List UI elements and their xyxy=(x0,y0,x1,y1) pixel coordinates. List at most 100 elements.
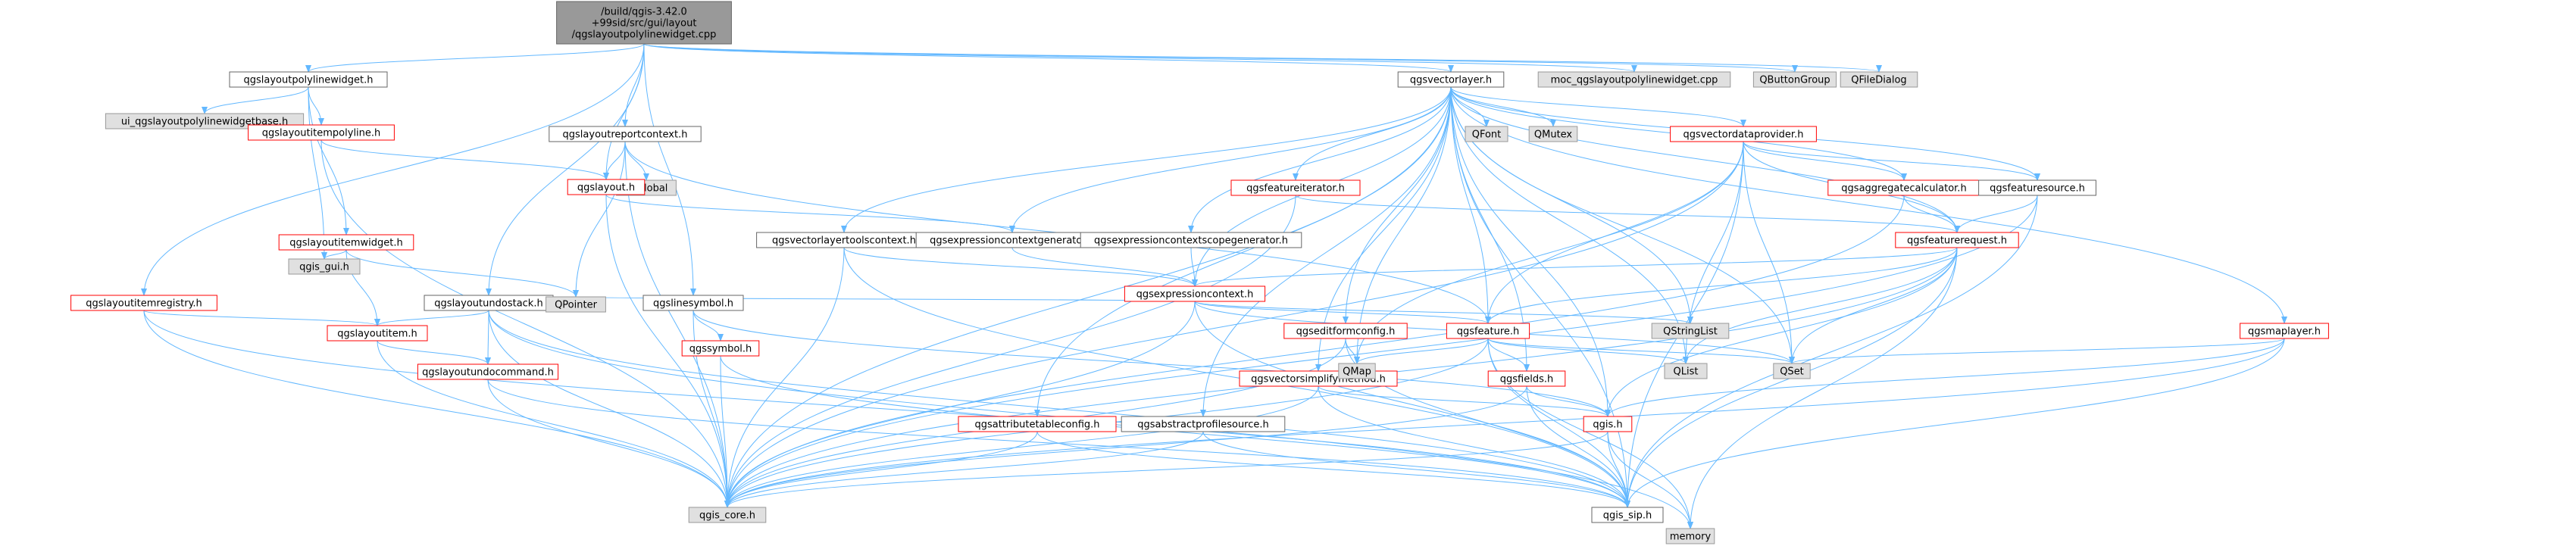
edge-feature-to-qgis_sip xyxy=(1487,338,1630,508)
edge-vectorlayer-to-qmap xyxy=(1354,86,1452,364)
node-qpointer[interactable]: QPointer xyxy=(546,296,606,313)
edge-reportctx-to-layout xyxy=(603,141,626,180)
node-symbol[interactable]: qgssymbol.h xyxy=(681,340,760,357)
node-box xyxy=(1840,71,1918,88)
node-label: memory xyxy=(1670,532,1712,543)
edge-attrtable-to-qgis_sip xyxy=(1036,431,1630,508)
node-box xyxy=(1338,363,1376,379)
node-box xyxy=(70,295,217,311)
node-feature[interactable]: qgsfeature.h xyxy=(1446,323,1530,339)
node-layoutitem[interactable]: qgslayoutitem.h xyxy=(327,325,428,342)
node-undostack[interactable]: qgslayoutundostack.h xyxy=(424,295,554,311)
node-box xyxy=(1583,416,1633,432)
edge-vsimplify-to-qgis_sip xyxy=(1318,385,1630,508)
node-moc[interactable]: moc_qgslayoutpolylinewidget.cpp xyxy=(1537,71,1731,88)
node-label: QSet xyxy=(1780,367,1804,378)
node-exprgen[interactable]: qgsexpressioncontextgenerator.h xyxy=(915,232,1109,248)
edge-editform-to-qmap xyxy=(1345,338,1360,364)
edge-vectorlayer-to-feature xyxy=(1450,86,1491,324)
node-box xyxy=(681,340,760,357)
node-qmutex[interactable]: QMutex xyxy=(1528,126,1578,142)
edge-vectorlayer-to-absprofile xyxy=(1200,86,1452,417)
node-qfiledialog[interactable]: QFileDialog xyxy=(1840,71,1918,88)
node-box xyxy=(1465,126,1508,142)
node-box xyxy=(1528,126,1578,142)
node-label: QButtonGroup xyxy=(1759,75,1830,86)
node-featreq[interactable]: qgsfeaturerequest.h xyxy=(1895,232,2019,248)
node-editform[interactable]: qgseditformconfig.h xyxy=(1283,323,1408,339)
edge-attrtable-to-qgis_core xyxy=(724,431,1038,508)
node-box xyxy=(1446,323,1530,339)
node-featiter[interactable]: qgsfeatureiterator.h xyxy=(1230,179,1361,196)
node-exprscope[interactable]: qgsexpressioncontextscopegenerator.h xyxy=(1080,232,1302,248)
node-label: qgslayoutitem.h xyxy=(337,329,417,340)
node-absprofile[interactable]: qgsabstractprofilesource.h xyxy=(1121,416,1286,432)
edge-featreq-to-memory xyxy=(1687,247,1958,529)
edge-exprctx-to-qgis_core xyxy=(724,301,1196,508)
node-qset[interactable]: QSet xyxy=(1773,363,1811,379)
node-qstringlist[interactable]: QStringList xyxy=(1651,323,1730,339)
edge-vectorlayer-to-featiter xyxy=(1293,86,1452,181)
node-label: QFont xyxy=(1472,129,1502,141)
node-label: +99sid/src/gui/layout xyxy=(592,18,697,30)
node-vdp[interactable]: qgsvectordataprovider.h xyxy=(1670,126,1817,142)
node-qgis_gui[interactable]: qgis_gui.h xyxy=(288,258,361,275)
node-qgis_sip[interactable]: qgis_sip.h xyxy=(1591,507,1664,523)
edge-vectorlayer-to-vdp xyxy=(1450,86,1746,127)
node-label: ui_qgslayoutpolylinewidgetbase.h xyxy=(121,117,288,128)
node-plw_h[interactable]: qgslayoutpolylinewidget.h xyxy=(229,71,388,88)
node-itemwidget[interactable]: qgslayoutitemwidget.h xyxy=(278,234,414,251)
edge-vectorlayer-to-qgis_core xyxy=(724,86,1452,508)
node-featsource[interactable]: qgsfeaturesource.h xyxy=(1978,179,2096,196)
node-box xyxy=(1752,71,1837,88)
node-qbuttongroup[interactable]: QButtonGroup xyxy=(1752,71,1837,88)
node-box xyxy=(248,124,395,141)
node-toolsctx[interactable]: qgsvectorlayertoolscontext.h xyxy=(756,232,932,248)
node-itempoly[interactable]: qgslayoutitempolyline.h xyxy=(248,124,395,141)
nodes-layer: /build/qgis-3.42.0+99sid/src/gui/layout/… xyxy=(70,1,2329,544)
node-box xyxy=(288,258,361,275)
node-label: qgis_core.h xyxy=(699,510,755,522)
edge-root-to-qbuttongroup xyxy=(643,43,1798,73)
node-itemregistry[interactable]: qgslayoutitemregistry.h xyxy=(70,295,217,311)
node-label: qgsfields.h xyxy=(1500,374,1553,385)
edge-maplayer-to-qset xyxy=(1789,338,2285,364)
node-box xyxy=(1978,179,2096,196)
node-reportctx[interactable]: qgslayoutreportcontext.h xyxy=(549,126,702,142)
node-qfont[interactable]: QFont xyxy=(1465,126,1508,142)
edge-exprgen-to-exprctx xyxy=(1011,247,1198,287)
node-exprctx[interactable]: qgsexpressioncontext.h xyxy=(1124,285,1266,302)
node-label: moc_qgslayoutpolylinewidget.cpp xyxy=(1551,75,1718,86)
edge-featsource-to-featreq xyxy=(1954,195,2038,233)
edge-exprctx-to-qstringlist xyxy=(1194,301,1693,324)
node-label: qgis_sip.h xyxy=(1603,510,1652,522)
edge-vsimplify-to-qgis_h xyxy=(1318,385,1611,417)
edge-toolsctx-to-exprctx xyxy=(843,247,1198,287)
edge-fields-to-qgis_sip xyxy=(1526,385,1630,508)
node-linesymbol[interactable]: qgslinesymbol.h xyxy=(642,295,744,311)
edge-maplayer-to-qgis_core xyxy=(724,338,2285,508)
edge-symbol-to-qgis_core xyxy=(720,355,730,508)
node-box xyxy=(1397,71,1505,88)
node-qgis_core[interactable]: qgis_core.h xyxy=(688,507,767,523)
edge-vdp-to-qgis_core xyxy=(724,141,1744,508)
edge-aggcalc-to-featreq xyxy=(1903,195,1960,233)
node-vectorlayer[interactable]: qgsvectorlayer.h xyxy=(1397,71,1505,88)
node-qlist[interactable]: QList xyxy=(1664,363,1708,379)
node-layout[interactable]: qgslayout.h xyxy=(567,179,646,195)
node-memory[interactable]: memory xyxy=(1665,528,1715,544)
edge-itemwidget-to-qpointer xyxy=(345,249,579,298)
node-box xyxy=(958,416,1117,432)
node-label: qgslayoutundocommand.h xyxy=(422,367,554,379)
node-aggcalc[interactable]: qgsaggregatecalculator.h xyxy=(1827,179,1980,196)
node-label: QPointer xyxy=(555,300,598,311)
node-label: qgis_gui.h xyxy=(299,262,349,273)
node-undocmd[interactable]: qgslayoutundocommand.h xyxy=(417,363,559,380)
node-qgis_h[interactable]: qgis.h xyxy=(1583,416,1633,432)
node-fields[interactable]: qgsfields.h xyxy=(1487,370,1566,387)
edge-undostack-to-qgis_sip xyxy=(488,310,1630,508)
edge-root-to-linesymbol xyxy=(643,43,696,296)
node-maplayer[interactable]: qgsmaplayer.h xyxy=(2240,323,2329,339)
node-attrtable[interactable]: qgsattributetableconfig.h xyxy=(958,416,1117,432)
node-qmap[interactable]: QMap xyxy=(1338,363,1376,379)
